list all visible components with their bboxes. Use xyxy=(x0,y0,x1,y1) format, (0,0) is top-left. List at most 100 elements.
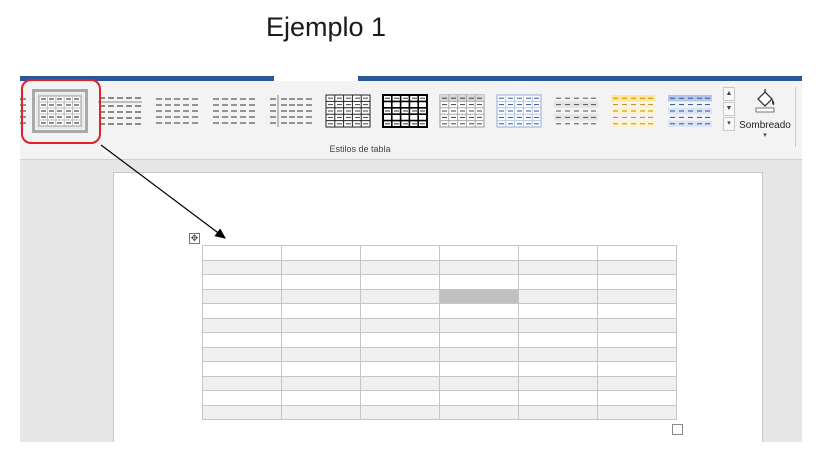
table-style-grid-bold[interactable] xyxy=(381,93,429,129)
table-cell[interactable] xyxy=(202,361,282,377)
table-cell[interactable] xyxy=(281,245,361,261)
table-cell[interactable] xyxy=(439,288,519,304)
table-cell[interactable] xyxy=(360,303,440,319)
gallery-scroll-down-button[interactable]: ▼ xyxy=(723,102,735,116)
table-cell[interactable] xyxy=(202,390,282,406)
table-cell[interactable] xyxy=(281,317,361,333)
table-cell[interactable] xyxy=(518,288,598,304)
table-resize-handle[interactable] xyxy=(672,424,683,435)
table-cell[interactable] xyxy=(597,390,677,406)
table-cell[interactable] xyxy=(597,245,677,261)
ribbon-table-styles: ▲ ▼ ▾ Sombreado ▾ Estilos de tabla xyxy=(20,81,802,160)
table-cell[interactable] xyxy=(597,361,677,377)
ribbon-divider xyxy=(795,87,796,147)
table-cell[interactable] xyxy=(360,259,440,275)
table-cell[interactable] xyxy=(518,259,598,275)
table-cell[interactable] xyxy=(281,259,361,275)
example-title: Ejemplo 1 xyxy=(266,12,387,42)
shading-button[interactable]: Sombreado ▾ xyxy=(736,87,794,147)
table-cell[interactable] xyxy=(360,404,440,420)
table-row xyxy=(202,274,677,290)
table-cell[interactable] xyxy=(281,346,361,362)
table-cell[interactable] xyxy=(281,375,361,391)
table-cell[interactable] xyxy=(281,288,361,304)
table-cell[interactable] xyxy=(202,274,282,290)
table-cell[interactable] xyxy=(518,390,598,406)
table-cell[interactable] xyxy=(202,317,282,333)
table-cell[interactable] xyxy=(439,361,519,377)
table-cell[interactable] xyxy=(439,317,519,333)
table-cell[interactable] xyxy=(360,375,440,391)
document-table[interactable] xyxy=(202,245,677,420)
table-cell[interactable] xyxy=(360,332,440,348)
table-cell[interactable] xyxy=(360,288,440,304)
table-cell[interactable] xyxy=(202,245,282,261)
table-cell[interactable] xyxy=(518,245,598,261)
table-cell[interactable] xyxy=(439,245,519,261)
table-cell[interactable] xyxy=(281,390,361,406)
table-style-plain-dashes-3[interactable] xyxy=(267,93,315,129)
table-cell[interactable] xyxy=(518,404,598,420)
table-styles-gallery xyxy=(20,87,734,135)
table-style-grid-gray[interactable] xyxy=(438,93,486,129)
highlight-callout xyxy=(21,79,101,144)
table-cell[interactable] xyxy=(439,274,519,290)
table-cell[interactable] xyxy=(281,274,361,290)
table-cell[interactable] xyxy=(518,361,598,377)
table-cell[interactable] xyxy=(360,390,440,406)
table-style-plain-lines[interactable] xyxy=(96,93,144,129)
table-style-plain-dashes-2[interactable] xyxy=(210,93,258,129)
table-row xyxy=(202,245,677,261)
table-cell[interactable] xyxy=(202,332,282,348)
table-style-grid-light[interactable] xyxy=(32,89,88,133)
table-cell[interactable] xyxy=(518,303,598,319)
table-style-banded-gray[interactable] xyxy=(552,93,600,129)
chevron-down-icon: ▾ xyxy=(763,132,767,139)
table-cell[interactable] xyxy=(360,317,440,333)
table-cell[interactable] xyxy=(281,361,361,377)
gallery-scroll-up-button[interactable]: ▲ xyxy=(723,87,735,101)
table-cell[interactable] xyxy=(202,303,282,319)
table-cell[interactable] xyxy=(281,303,361,319)
table-cell[interactable] xyxy=(597,274,677,290)
table-style-grid-blue[interactable] xyxy=(495,93,543,129)
table-cell[interactable] xyxy=(518,346,598,362)
table-cell[interactable] xyxy=(597,259,677,275)
table-cell[interactable] xyxy=(439,404,519,420)
table-cell[interactable] xyxy=(518,317,598,333)
table-cell[interactable] xyxy=(597,303,677,319)
table-cell[interactable] xyxy=(281,332,361,348)
table-cell[interactable] xyxy=(281,404,361,420)
table-style-plain-dashes[interactable] xyxy=(153,93,201,129)
table-cell[interactable] xyxy=(597,288,677,304)
table-cell[interactable] xyxy=(597,375,677,391)
gallery-more-button[interactable]: ▾ xyxy=(723,117,735,131)
table-cell[interactable] xyxy=(597,404,677,420)
table-cell[interactable] xyxy=(360,361,440,377)
table-move-handle-icon[interactable]: ✥ xyxy=(189,233,200,244)
table-cell[interactable] xyxy=(518,375,598,391)
table-cell[interactable] xyxy=(439,303,519,319)
table-cell[interactable] xyxy=(360,274,440,290)
table-cell[interactable] xyxy=(202,404,282,420)
table-cell[interactable] xyxy=(202,259,282,275)
table-cell[interactable] xyxy=(518,274,598,290)
table-cell[interactable] xyxy=(439,390,519,406)
table-cell[interactable] xyxy=(202,375,282,391)
table-cell[interactable] xyxy=(518,332,598,348)
table-cell[interactable] xyxy=(439,375,519,391)
table-cell[interactable] xyxy=(597,346,677,362)
table-cell[interactable] xyxy=(597,332,677,348)
table-style-grid-dark[interactable] xyxy=(324,93,372,129)
table-cell[interactable] xyxy=(597,317,677,333)
table-cell[interactable] xyxy=(439,259,519,275)
table-cell[interactable] xyxy=(202,288,282,304)
table-cell[interactable] xyxy=(360,346,440,362)
table-cell[interactable] xyxy=(202,346,282,362)
table-cell[interactable] xyxy=(439,346,519,362)
table-style-banded-blue[interactable] xyxy=(666,93,714,129)
table-style-banded-orange[interactable] xyxy=(609,93,657,129)
table-cell[interactable] xyxy=(360,245,440,261)
table-cell[interactable] xyxy=(439,332,519,348)
